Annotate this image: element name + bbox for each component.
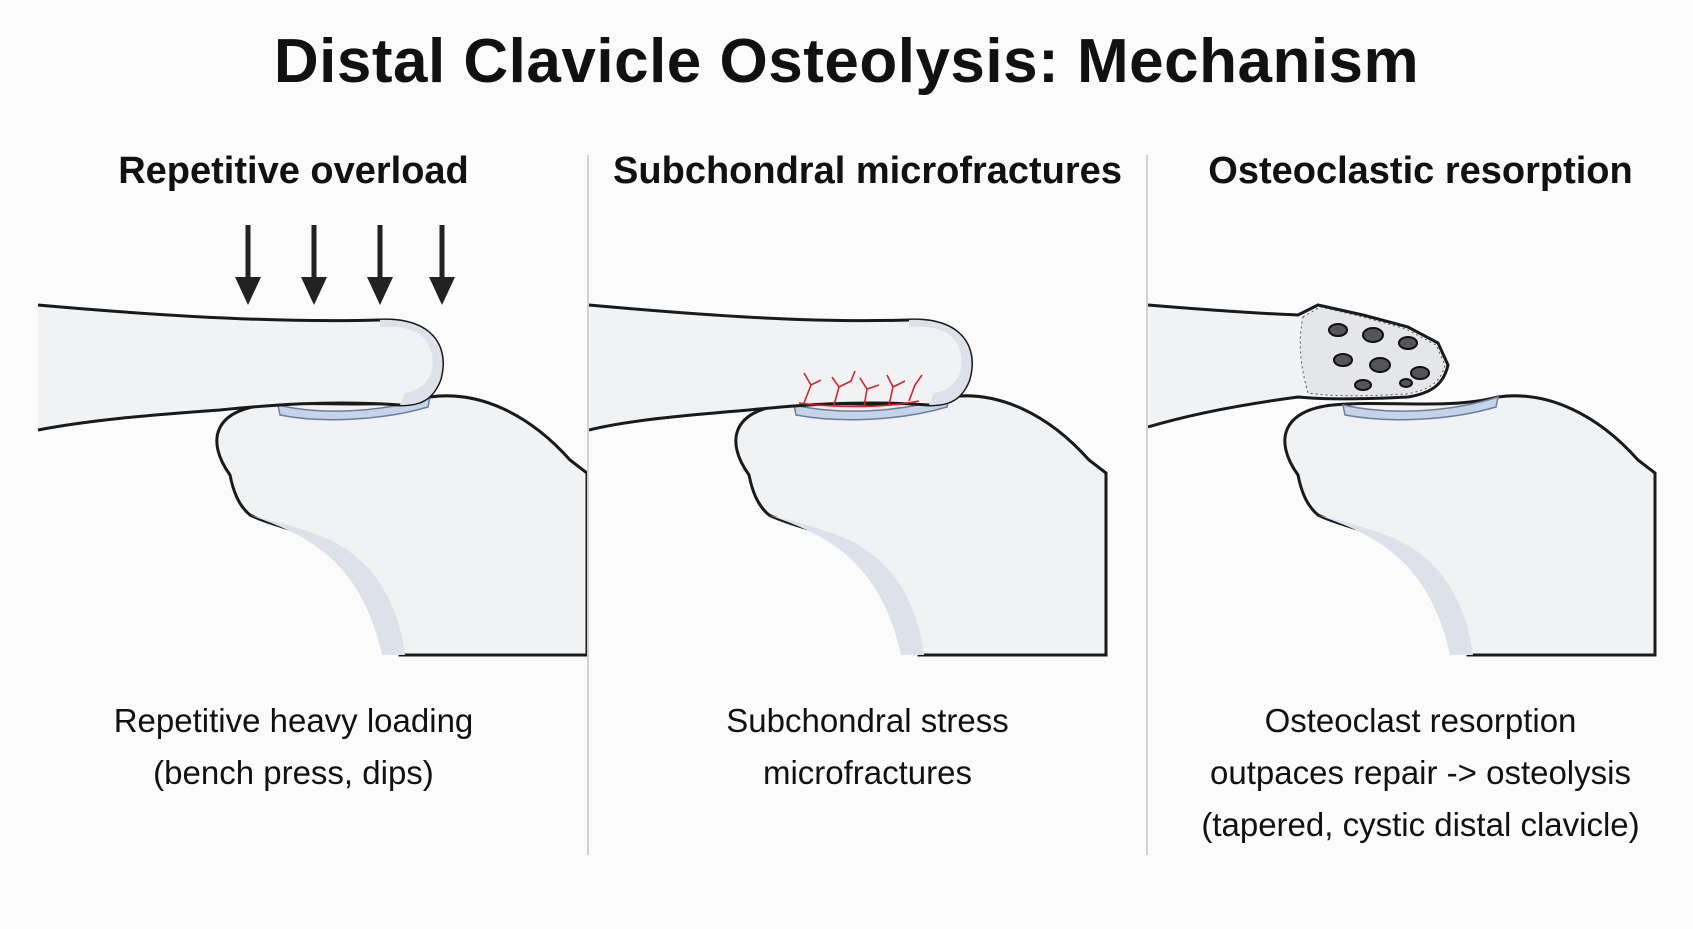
scapula-cortex (250, 515, 405, 655)
caption-line: microfractures (762, 754, 973, 791)
joint-cartilage (793, 395, 950, 421)
acromion-bone (1283, 394, 1657, 657)
panel-divider-2 (1146, 155, 1148, 855)
joint-cartilage (277, 395, 431, 421)
joint-illustration-overload (37, 225, 587, 657)
panel-divider-1 (587, 155, 589, 855)
joint-illustration-resorption (1148, 303, 1657, 657)
panel-caption: Subchondral stress microfractures (589, 695, 1146, 799)
down-arrow-icon (235, 225, 261, 305)
caption-line: Osteoclast resorption (1264, 702, 1577, 739)
figure-title: Distal Clavicle Osteolysis: Mechanism (273, 27, 1420, 96)
scapula-cortex (1318, 515, 1473, 655)
caption-line: Subchondral stress (726, 702, 1009, 739)
resorption-zone (1299, 306, 1446, 397)
panel-osteoclastic-resorption: Osteoclastic resorption Osteoclast resor… (1148, 0, 1693, 929)
microfracture-cracks (798, 370, 923, 408)
panel-caption: Osteoclast resorption outpaces repair ->… (1148, 695, 1693, 851)
panel-repetitive-overload: Repetitive overload Repetitive heavy loa… (0, 0, 587, 929)
clavicle-cortex (380, 319, 443, 405)
panel-heading: Repetitive overload (118, 150, 469, 192)
panel-subchondral-microfractures: Subchondral microfractures Subchondral s… (589, 0, 1146, 929)
caption-line: Repetitive heavy loading (113, 702, 474, 739)
joint-cartilage (1342, 395, 1499, 421)
caption-line: (tapered, cystic distal clavicle) (1201, 806, 1640, 843)
cystic-lesions (1328, 323, 1430, 391)
down-arrow-icon (367, 225, 393, 305)
panel-heading: Subchondral microfractures (613, 150, 1122, 192)
scapula-cortex (769, 515, 924, 655)
panel-heading: Osteoclastic resorption (1208, 150, 1633, 192)
caption-line: outpaces repair -> osteolysis (1210, 754, 1631, 791)
joint-illustration-microfractures (589, 303, 1108, 657)
load-arrows (235, 225, 455, 305)
down-arrow-icon (301, 225, 327, 305)
panel-caption: Repetitive heavy loading (bench press, d… (0, 695, 587, 799)
acromion-bone (734, 394, 1108, 657)
clavicle-cortex (909, 319, 972, 405)
caption-line: (bench press, dips) (153, 754, 434, 791)
acromion-bone (215, 394, 587, 657)
down-arrow-icon (429, 225, 455, 305)
